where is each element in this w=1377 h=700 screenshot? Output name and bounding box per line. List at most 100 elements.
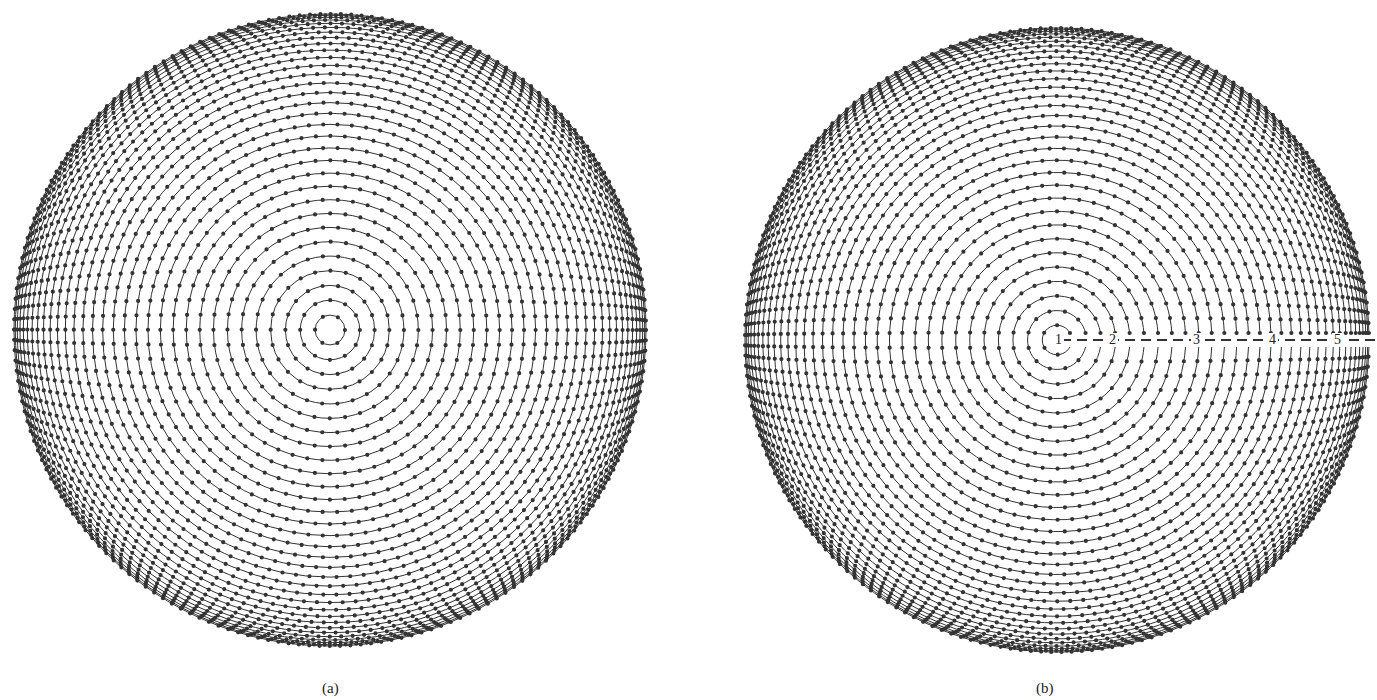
lattice-atoms	[758, 41, 1356, 639]
lattice-ring	[213, 213, 446, 446]
lattice-ring	[1013, 296, 1101, 384]
lattice-ring	[57, 57, 602, 602]
lattice-atoms	[50, 50, 610, 610]
lattice-ring	[173, 173, 487, 487]
lattice-atoms	[915, 198, 1199, 482]
callout-number: 5	[1332, 333, 1343, 347]
lattice-atoms	[136, 136, 524, 524]
lattice-ring	[44, 44, 617, 617]
lattice-atoms	[213, 213, 446, 446]
lattice-atoms	[173, 173, 487, 487]
lattice-atoms	[103, 103, 558, 558]
callout-number: 3	[1191, 333, 1202, 347]
lattice-ring	[242, 242, 419, 419]
lattice-atoms	[271, 271, 390, 390]
lattice-ring	[27, 27, 632, 632]
lattice-atoms	[300, 300, 360, 360]
lattice-atoms	[17, 17, 642, 642]
callout-number: 1	[1053, 333, 1064, 347]
lattice-ring	[65, 65, 594, 594]
lattice-ring	[300, 300, 360, 360]
lattice-atoms	[113, 113, 546, 546]
lattice-atoms	[285, 285, 374, 374]
lattice-ring	[148, 148, 512, 512]
lattice-atoms	[65, 65, 594, 594]
lattice-ring	[256, 256, 404, 404]
lattice-atoms	[20, 20, 640, 640]
lattice-atoms	[14, 14, 646, 646]
lattice-atoms	[15, 15, 644, 644]
lattice-atoms	[854, 137, 1260, 543]
lattice-ring	[124, 124, 535, 535]
lattice-atoms	[1013, 296, 1101, 384]
panel-caption: (a)	[322, 681, 339, 696]
lattice-atoms	[746, 29, 1367, 650]
lattice-ring	[74, 74, 586, 586]
lattice-atoms	[227, 227, 432, 432]
lattice-ring	[915, 198, 1199, 482]
lattice-ring	[804, 87, 1310, 593]
lattice-ring	[200, 200, 461, 461]
lattice-atoms	[256, 256, 404, 404]
lattice-ring	[751, 34, 1363, 646]
lattice-ring	[23, 23, 636, 636]
lattice-ring	[854, 137, 1260, 543]
lattice-ring	[865, 148, 1248, 531]
lattice-ring	[745, 28, 1369, 652]
lattice-ring	[103, 103, 558, 558]
lattice-atoms	[242, 242, 419, 419]
lattice-ring	[271, 271, 390, 390]
lattice-atoms	[57, 57, 602, 602]
lattice-ring	[20, 20, 640, 640]
lattice-ring	[160, 160, 499, 499]
lattice-ring	[754, 37, 1360, 643]
lattice-atoms	[942, 225, 1172, 455]
lattice-atoms	[27, 27, 632, 632]
lattice-atoms	[865, 148, 1248, 531]
lattice-atoms	[32, 32, 628, 628]
lattice-atoms	[315, 315, 345, 345]
lattice-atoms	[1028, 311, 1086, 370]
lattice-atoms	[74, 74, 586, 586]
lattice-ring	[32, 32, 628, 628]
lattice-atoms	[37, 37, 622, 622]
lattice-atoms	[44, 44, 617, 617]
lattice-atoms	[748, 31, 1365, 649]
lattice-atoms	[984, 267, 1130, 413]
lattice-ring	[1028, 311, 1086, 370]
lattice-ring	[37, 37, 622, 622]
lattice-ring	[227, 227, 432, 432]
lattice-ring	[970, 253, 1144, 427]
lattice-atoms	[92, 92, 567, 567]
lattice-ring	[746, 29, 1367, 650]
lattice-ring	[186, 186, 473, 473]
panel-caption: (b)	[1036, 681, 1054, 696]
lattice-ring	[92, 92, 567, 567]
lattice-ring	[781, 64, 1333, 617]
lattice-ring	[50, 50, 610, 610]
callout-number: 2	[1107, 333, 1118, 347]
lattice-atoms	[124, 124, 535, 535]
lattice-ring	[315, 315, 345, 345]
lattice-atoms	[148, 148, 512, 512]
lattice-ring	[984, 267, 1130, 413]
lattice-ring	[285, 285, 374, 374]
lattice-atoms	[23, 23, 636, 636]
lattice-atoms	[186, 186, 473, 473]
lattice-atoms	[83, 83, 577, 577]
lattice-ring	[942, 225, 1172, 455]
lattice-atoms	[751, 34, 1363, 646]
lattice-atoms	[200, 200, 461, 461]
lattice-ring	[17, 17, 642, 642]
lattice-atoms	[781, 64, 1333, 617]
callout-number: 4	[1267, 333, 1278, 347]
lattice-ring	[113, 113, 546, 546]
lattice-atoms	[970, 253, 1144, 427]
lattice-atoms	[160, 160, 499, 499]
lattice-ring	[83, 83, 577, 577]
lattice-atoms	[754, 37, 1360, 643]
lattice-ring	[15, 15, 644, 644]
lattice-ring	[136, 136, 524, 524]
lattice-atoms	[804, 87, 1310, 593]
